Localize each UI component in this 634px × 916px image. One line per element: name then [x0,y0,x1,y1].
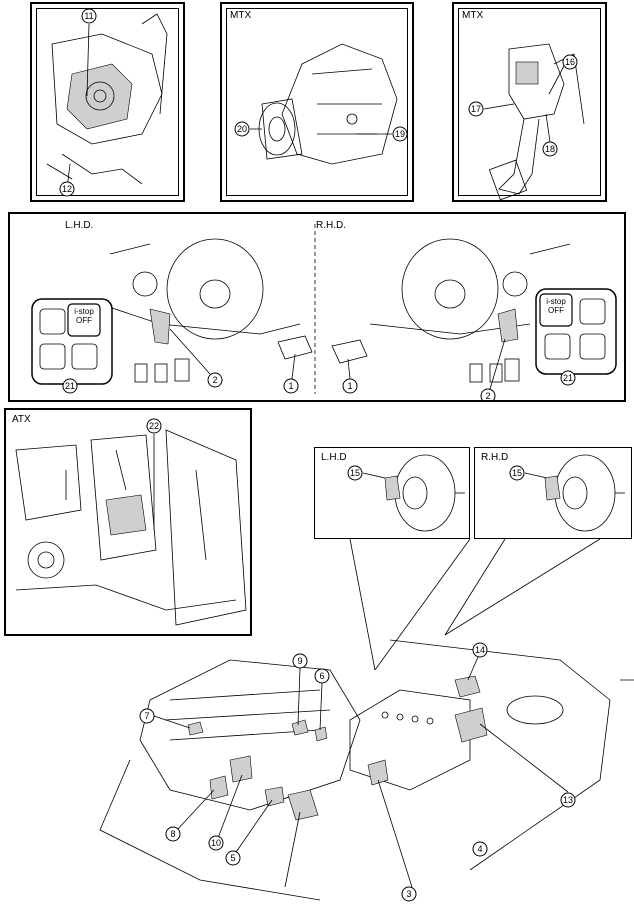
panel-mtx-pedal: MTX 16 17 18 [452,2,607,202]
svg-text:4: 4 [477,844,482,854]
callout-8: 8 [165,826,181,842]
callout-2-rhd: 2 [480,388,496,401]
svg-text:20: 20 [237,124,247,134]
svg-text:1: 1 [347,381,352,391]
panel-mtx-transmission: MTX 20 19 [220,2,414,202]
panel-cabin-lhd-rhd: L.H.D. R.H.D. i [8,212,626,402]
panel-title: ATX [12,414,31,425]
cabin-drawing [31,224,617,394]
svg-text:14: 14 [475,645,485,655]
panel-atx: ATX 22 [4,408,252,636]
callout-17: 17 [468,101,484,117]
callout-11: 11 [81,8,97,24]
callout-1-lhd: 1 [283,378,299,394]
callout-4: 4 [472,841,488,857]
svg-text:6: 6 [319,671,324,681]
callout-18: 18 [542,141,558,157]
atx-drawing [15,429,247,626]
callout-14: 14 [472,642,488,658]
svg-text:7: 7 [144,711,149,721]
panel-title: MTX [462,10,484,21]
callout-7: 7 [139,708,155,724]
panel-booster-lhd: L.H.D 15 [314,447,470,539]
svg-text:19: 19 [395,129,405,139]
callout-15-rhd: 15 [509,465,525,481]
svg-text:1: 1 [288,381,293,391]
booster-lhd-drawing [384,454,465,532]
callouts-layer: 15 [347,465,386,481]
svg-text:15: 15 [350,468,360,478]
panel-title: L.H.D [321,452,347,463]
callouts-layer: 20 19 [234,121,408,142]
rhd-title: R.H.D. [316,220,346,231]
panel-inner [36,8,179,196]
svg-text:2: 2 [212,375,217,385]
svg-text:8: 8 [170,829,175,839]
svg-text:2: 2 [485,391,490,401]
svg-text:21: 21 [65,381,75,391]
callouts-layer: 15 [509,465,548,481]
svg-text:10: 10 [211,838,221,848]
callout-3: 3 [401,886,417,902]
svg-text:15: 15 [512,468,522,478]
lhd-istop-switch-label: i-stop OFF [74,307,94,325]
svg-text:11: 11 [84,11,93,21]
svg-text:5: 5 [230,853,235,863]
panel-title: R.H.D [481,452,509,463]
callout-6: 6 [314,668,330,684]
rhd-istop-switch-label: i-stop OFF [546,297,566,315]
callouts-layer: 16 17 18 [468,54,578,157]
panel-inner [226,8,408,196]
callout-22: 22 [146,418,162,434]
svg-text:12: 12 [62,184,72,194]
booster-rhd-drawing [544,454,625,532]
callout-13: 13 [560,792,576,808]
lhd-title: L.H.D. [65,220,94,231]
callout-19: 19 [392,126,408,142]
callouts-layer: 1 2 21 1 2 21 [62,328,576,401]
svg-text:9: 9 [297,656,302,666]
callouts-layer: 22 [146,418,162,530]
callout-15-lhd: 15 [347,465,363,481]
callout-12: 12 [59,181,75,197]
callout-5: 5 [225,850,241,866]
callout-21-lhd: 21 [62,378,78,394]
callout-10: 10 [208,835,224,851]
engine-detail-drawing [46,13,168,185]
svg-text:3: 3 [406,889,411,899]
callout-1-rhd: 1 [342,378,358,394]
panel-engine-detail: 11 12 [30,2,185,202]
svg-text:18: 18 [545,144,555,154]
callout-16: 16 [562,54,578,70]
pedal-drawing [488,43,585,200]
callout-20: 20 [234,121,250,137]
panel-title: MTX [230,10,252,21]
svg-text:17: 17 [471,104,481,114]
svg-text:22: 22 [149,421,159,431]
svg-text:13: 13 [563,795,573,805]
svg-text:16: 16 [565,57,575,67]
callout-2-lhd: 2 [207,372,223,388]
panel-inner [458,8,601,196]
callout-21-rhd: 21 [560,370,576,386]
svg-text:21: 21 [563,373,573,383]
callout-9: 9 [292,653,308,669]
panel-booster-rhd: R.H.D 15 [474,447,632,539]
callouts-layer: 11 12 [59,8,97,197]
